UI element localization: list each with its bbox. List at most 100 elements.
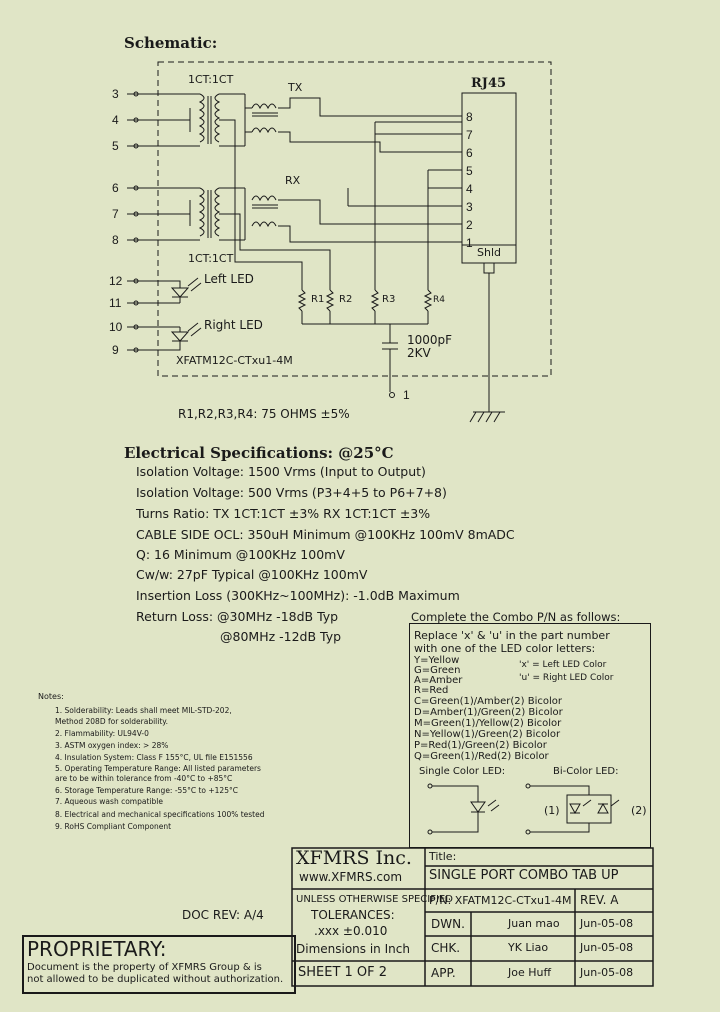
note-item: 2. Flammability: UL94V-0 — [55, 729, 149, 738]
proprietary-box — [22, 935, 296, 994]
pin-5: 5 — [112, 139, 119, 153]
rx-label: RX — [285, 174, 301, 187]
note-item: Method 208D for solderability. — [55, 717, 169, 726]
led-color-option: C=Green(1)/Amber(2) Bicolor — [414, 696, 562, 707]
rj45-pin-2: 2 — [466, 218, 473, 232]
unless-specified: UNLESS OTHERWISE SPECIFIED — [296, 894, 453, 905]
x-note: 'x' = Left LED Color — [519, 660, 607, 670]
bicolor-pin-2: (2) — [631, 804, 647, 817]
note-item: 6. Storage Temperature Range: -55°C to +… — [55, 786, 238, 795]
app-label: APP. — [431, 966, 456, 980]
resistor-r4: R4 — [433, 295, 445, 305]
pin-9: 9 — [112, 343, 119, 357]
app-date: Jun-05-08 — [580, 966, 634, 979]
led-color-option: M=Green(1)/Yellow(2) Bicolor — [414, 718, 562, 729]
left-led-label: Left LED — [204, 272, 254, 286]
note-item: are to be within tolerance from -40°C to… — [55, 774, 233, 783]
title-label: Title: — [429, 850, 457, 863]
note-item: 3. ASTM oxygen index: > 28% — [55, 741, 169, 750]
spec-line: @80MHz -12dB Typ — [220, 629, 342, 644]
rj45-pin-7: 7 — [466, 128, 473, 142]
ground-pin-1: 1 — [403, 388, 410, 402]
spec-line: Turns Ratio: TX 1CT:1CT ±3% RX 1CT:1CT ±… — [136, 506, 431, 521]
rj45-pin-3: 3 — [466, 200, 473, 214]
spec-line: Cw/w: 27pF Typical @100KHz 100mV — [136, 567, 368, 582]
dwn-date: Jun-05-08 — [580, 917, 634, 930]
note-item: 9. RoHS Compliant Component — [55, 822, 172, 831]
revision: REV. A — [580, 893, 619, 907]
proprietary-title: PROPRIETARY: — [27, 937, 167, 961]
resistor-r1: R1 — [311, 294, 325, 305]
doc-revision: DOC REV: A/4 — [182, 908, 264, 922]
schematic-part-number: XFATM12C-CTxu1-4M — [176, 354, 293, 367]
proprietary-line-2: not allowed to be duplicated without aut… — [27, 974, 284, 985]
u-note: 'u' = Right LED Color — [519, 673, 614, 683]
spec-line: Q: 16 Minimum @100KHz 100mV — [136, 547, 345, 562]
combo-heading: Complete the Combo P/N as follows: — [411, 610, 621, 624]
bicolor-pin-1: (1) — [544, 804, 560, 817]
pin-10: 10 — [109, 320, 123, 334]
proprietary-line-1: Document is the property of XFMRS Group … — [27, 962, 262, 973]
schematic-diagram — [127, 61, 552, 423]
dwn-name: Juan mao — [508, 917, 560, 930]
pin-12: 12 — [109, 274, 123, 288]
pin-7: 7 — [112, 207, 119, 221]
note-item: 4. Insulation System: Class F 155°C, UL … — [55, 753, 253, 762]
drawing-title: SINGLE PORT COMBO TAB UP — [429, 868, 619, 883]
chk-label: CHK. — [431, 941, 461, 955]
spec-line: Insertion Loss (300KHz~100MHz): -1.0dB M… — [136, 588, 460, 603]
combo-intro-2: with one of the LED color letters: — [414, 642, 596, 655]
pin-6: 6 — [112, 181, 119, 195]
led-color-option: A=Amber — [414, 675, 463, 686]
tolerance-value: .xxx ±0.010 — [314, 924, 388, 938]
combo-intro-1: Replace 'x' & 'u' in the part number — [414, 629, 610, 642]
dimensions-unit: Dimensions in Inch — [296, 942, 410, 956]
led-color-option: G=Green — [414, 665, 461, 676]
chk-name: YK Liao — [508, 941, 549, 954]
ct-ratio-top: 1CT:1CT — [188, 73, 234, 86]
electrical-title: Electrical Specifications: @25°C — [124, 444, 394, 462]
led-color-option: Q=Green(1)/Red(2) Bicolor — [414, 751, 549, 762]
rj45-pin-6: 6 — [466, 146, 473, 160]
led-color-option: R=Red — [414, 685, 449, 696]
spec-line: Return Loss: @30MHz -18dB Typ — [136, 609, 339, 624]
part-number: P/N: XFATM12C-CTxu1-4M — [429, 894, 572, 907]
tx-label: TX — [288, 81, 303, 94]
ct-ratio-bottom: 1CT:1CT — [188, 252, 234, 265]
bicolor-led-label: Bi-Color LED: — [553, 766, 619, 777]
led-color-option: D=Amber(1)/Green(2) Bicolor — [414, 707, 563, 718]
app-name: Joe Huff — [508, 966, 552, 979]
capacitor-voltage: 2KV — [407, 346, 431, 360]
rj45-pin-5: 5 — [466, 164, 473, 178]
dwn-label: DWN. — [431, 917, 465, 931]
sheet-number: SHEET 1 OF 2 — [298, 965, 388, 980]
pin-3: 3 — [112, 87, 119, 101]
note-item: 7. Aqueous wash compatible — [55, 797, 163, 806]
pin-11: 11 — [109, 296, 122, 310]
shield-label: Shld — [477, 246, 501, 259]
notes-title: Notes: — [38, 692, 64, 701]
single-led-label: Single Color LED: — [419, 766, 506, 777]
company-name: XFMRS Inc. — [296, 847, 412, 869]
spec-line: Isolation Voltage: 1500 Vrms (Input to O… — [136, 464, 426, 479]
led-color-option: N=Yellow(1)/Green(2) Bicolor — [414, 729, 561, 740]
resistor-note: R1,R2,R3,R4: 75 OHMS ±5% — [178, 407, 350, 421]
tolerances-label: TOLERANCES: — [311, 908, 395, 922]
spec-line: CABLE SIDE OCL: 350uH Minimum @100KHz 10… — [136, 527, 515, 542]
pin-8: 8 — [112, 233, 119, 247]
capacitor-value: 1000pF — [407, 333, 453, 347]
note-item: 5. Operating Temperature Range: All list… — [55, 764, 261, 773]
note-item: 1. Solderability: Leads shall meet MIL-S… — [55, 706, 232, 715]
rj45-pin-1: 1 — [466, 236, 473, 250]
resistor-r3: R3 — [382, 294, 396, 305]
right-led-label: Right LED — [204, 318, 263, 332]
led-color-option: P=Red(1)/Green(2) Bicolor — [414, 740, 547, 751]
connector-label: RJ45 — [471, 76, 507, 91]
rj45-pin-4: 4 — [466, 182, 473, 196]
resistor-r2: R2 — [339, 294, 353, 305]
led-color-option: Y=Yellow — [414, 655, 460, 666]
schematic-title: Schematic: — [124, 34, 218, 52]
note-item: 8. Electrical and mechanical specificati… — [55, 810, 265, 819]
